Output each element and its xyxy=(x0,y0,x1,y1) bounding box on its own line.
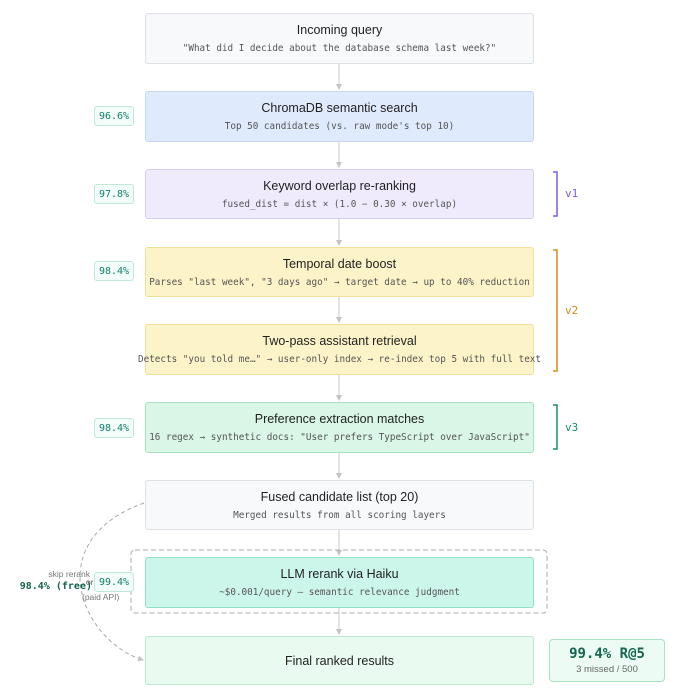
temporal-boost-node: Temporal date boost Parses "last week", … xyxy=(145,247,534,297)
temporal-boost-title: Temporal date boost xyxy=(282,256,397,271)
incoming-query-text: "What did I decide about the database sc… xyxy=(182,43,497,54)
skip-rerank-label: skip rerank xyxy=(48,569,90,579)
fused-candidate-node: Fused candidate list (top 20) Merged res… xyxy=(145,480,534,530)
final-score-box: 99.4% R@5 3 missed / 500 xyxy=(549,639,665,682)
keyword-rerank-title: Keyword overlap re-ranking xyxy=(263,178,416,193)
two-pass-retrieval-sub: Detects "you told me…" → user-only index… xyxy=(138,354,541,365)
badge-temporal: 98.4% xyxy=(94,261,134,281)
llm-rerank-node: LLM rerank via Haiku ~$0.001/query — sem… xyxy=(145,557,534,608)
two-pass-retrieval-node: Two-pass assistant retrieval Detects "yo… xyxy=(138,324,541,375)
fused-candidate-title: Fused candidate list (top 20) xyxy=(260,489,419,504)
llm-rerank-title: LLM rerank via Haiku xyxy=(280,567,399,581)
final-missed-count: 3 missed / 500 xyxy=(576,663,638,675)
bracket-v3 xyxy=(553,404,558,450)
badge-llm: 99.4% xyxy=(94,572,134,592)
badge-preference: 98.4% xyxy=(94,418,134,438)
final-results-title: Final ranked results xyxy=(284,653,395,668)
final-score-value: 99.4% R@5 xyxy=(569,645,645,662)
llm-rerank-sub: ~$0.001/query — semantic relevance judgm… xyxy=(219,587,460,598)
final-results-node: Final ranked results xyxy=(145,636,534,685)
two-pass-retrieval-title: Two-pass assistant retrieval xyxy=(262,334,417,348)
version-label-v2: v2 xyxy=(565,304,579,317)
paid-api-label: (paid API) xyxy=(82,592,120,602)
preference-extraction-node: Preference extraction matches 16 regex →… xyxy=(145,402,534,453)
chromadb-search-title: ChromaDB semantic search xyxy=(261,101,418,115)
bracket-v2 xyxy=(553,249,558,372)
incoming-query-title: Incoming query xyxy=(296,23,383,37)
bracket-v1 xyxy=(553,171,558,217)
badge-keyword: 97.8% xyxy=(94,184,134,204)
keyword-rerank-formula: fused_dist = dist × (1.0 − 0.30 × overla… xyxy=(221,198,458,210)
badge-chroma: 96.6% xyxy=(94,106,134,126)
preference-extraction-title: Preference extraction matches xyxy=(254,412,425,426)
chromadb-search-node: ChromaDB semantic search Top 50 candidat… xyxy=(145,91,534,142)
temporal-boost-sub: Parses "last week", "3 days ago" → targe… xyxy=(149,276,530,288)
skip-rerank-or: or xyxy=(86,577,94,587)
fused-candidate-sub: Merged results from all scoring layers xyxy=(233,509,446,521)
preference-extraction-sub: 16 regex → synthetic docs: "User prefers… xyxy=(149,432,530,443)
version-label-v3: v3 xyxy=(565,421,579,434)
version-label-v1: v1 xyxy=(565,187,579,200)
skip-rerank-value: 98.4% (free) xyxy=(19,581,92,592)
chromadb-search-sub: Top 50 candidates (vs. raw mode's top 10… xyxy=(224,121,455,132)
keyword-rerank-node: Keyword overlap re-ranking fused_dist = … xyxy=(145,169,534,219)
incoming-query-node: Incoming query "What did I decide about … xyxy=(145,13,534,64)
